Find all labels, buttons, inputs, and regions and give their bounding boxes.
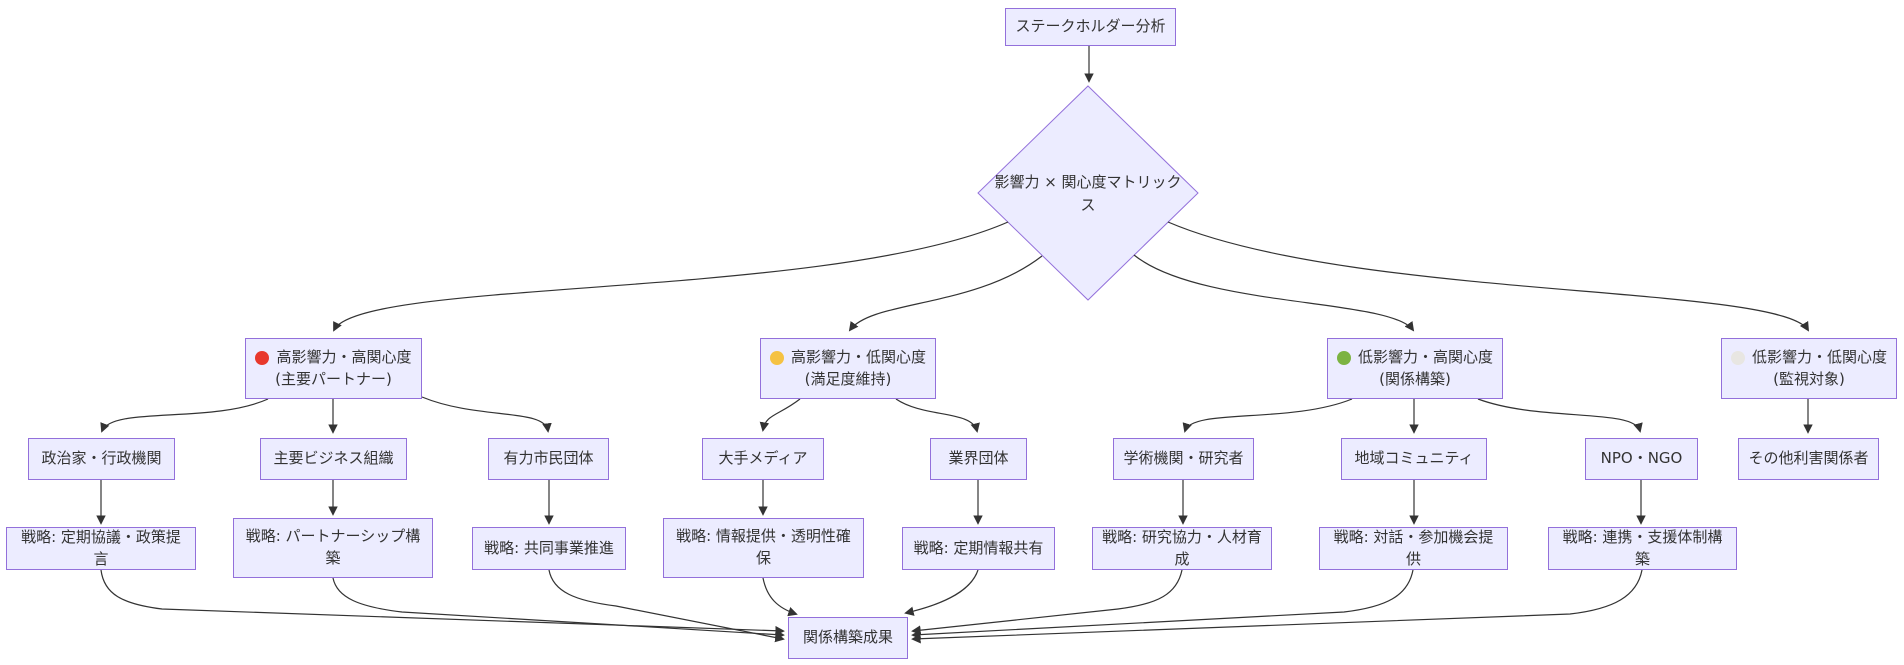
node-strategy-collaboration-support: 戦略: 連携・支援体制構築 <box>1548 527 1737 570</box>
category-subtitle: (満足度維持) <box>804 369 892 388</box>
node-major-media: 大手メディア <box>702 438 824 480</box>
node-category-high-influence-high-interest: 高影響力・高関心度 (主要パートナー) <box>245 338 422 399</box>
edge-cat1-to-s3 <box>421 396 552 433</box>
edge-t1-to-outcome <box>100 569 785 636</box>
node-strategy-research-cooperation: 戦略: 研究協力・人材育成 <box>1092 527 1272 570</box>
edge-t2-to-outcome <box>332 577 785 640</box>
node-industry-groups: 業界団体 <box>930 438 1027 480</box>
edge-t8-to-outcome <box>911 569 1643 644</box>
edge-t7-to-outcome <box>911 569 1414 640</box>
node-category-low-influence-low-interest: 低影響力・低関心度 (監視対象) <box>1721 338 1897 399</box>
edge-cat2-to-s4 <box>759 398 801 432</box>
edge-t4-to-outcome <box>762 577 798 617</box>
category-title: 低影響力・高関心度 <box>1357 347 1493 366</box>
node-strategy-regular-consultation: 戦略: 定期協議・政策提言 <box>6 527 196 570</box>
category-subtitle: (主要パートナー) <box>275 369 392 388</box>
category-title: 低影響力・低関心度 <box>1751 347 1887 366</box>
node-stakeholder-analysis: ステークホルダー分析 <box>1005 8 1176 46</box>
node-strategy-info-transparency: 戦略: 情報提供・透明性確保 <box>663 518 864 578</box>
node-strategy-partnership: 戦略: パートナーシップ構築 <box>233 518 433 578</box>
edge-t6-to-outcome <box>911 569 1183 635</box>
decision-diamond-shape <box>977 85 1199 301</box>
node-business-orgs: 主要ビジネス組織 <box>260 438 407 480</box>
edge-cat1-to-s1 <box>100 398 269 433</box>
node-relationship-outcome: 関係構築成果 <box>788 617 908 659</box>
node-politicians-government: 政治家・行政機関 <box>28 438 175 480</box>
white-circle-icon <box>1730 350 1745 365</box>
node-local-community: 地域コミュニティ <box>1341 438 1487 480</box>
node-other-stakeholders: その他利害関係者 <box>1738 438 1879 480</box>
node-category-low-influence-high-interest: 低影響力・高関心度 (関係構築) <box>1327 338 1503 399</box>
node-npo-ngo: NPO・NGO <box>1585 438 1698 480</box>
node-strategy-dialogue-participation: 戦略: 対話・参加機会提供 <box>1319 527 1508 570</box>
yellow-circle-icon <box>769 350 784 365</box>
category-title: 高影響力・高関心度 <box>276 347 412 366</box>
edge-matrix-to-cat2 <box>848 255 1043 332</box>
edge-cat2-to-s5 <box>895 398 980 433</box>
edge-matrix-to-cat1 <box>333 221 1009 332</box>
edge-t3-to-outcome <box>548 569 785 643</box>
node-citizen-groups: 有力市民団体 <box>488 438 609 480</box>
edge-cat3-to-s6 <box>1182 398 1353 433</box>
node-influence-interest-matrix: 影響力 × 関心度マトリックス <box>994 173 1182 214</box>
node-strategy-joint-projects: 戦略: 共同事業推進 <box>472 527 626 570</box>
category-subtitle: (関係構築) <box>1379 369 1451 388</box>
category-title: 高影響力・低関心度 <box>790 347 926 366</box>
edge-t5-to-outcome <box>904 569 979 616</box>
edge-matrix-to-cat3 <box>1133 254 1415 332</box>
green-circle-icon <box>1336 350 1351 365</box>
red-circle-icon <box>255 350 270 365</box>
node-strategy-regular-info-sharing: 戦略: 定期情報共有 <box>902 527 1055 570</box>
edge-matrix-to-cat4 <box>1167 221 1810 332</box>
edge-cat3-to-s8 <box>1477 398 1643 433</box>
node-category-high-influence-low-interest: 高影響力・低関心度 (満足度維持) <box>760 338 936 399</box>
category-subtitle: (監視対象) <box>1773 369 1845 388</box>
node-academia-researchers: 学術機関・研究者 <box>1113 438 1254 480</box>
